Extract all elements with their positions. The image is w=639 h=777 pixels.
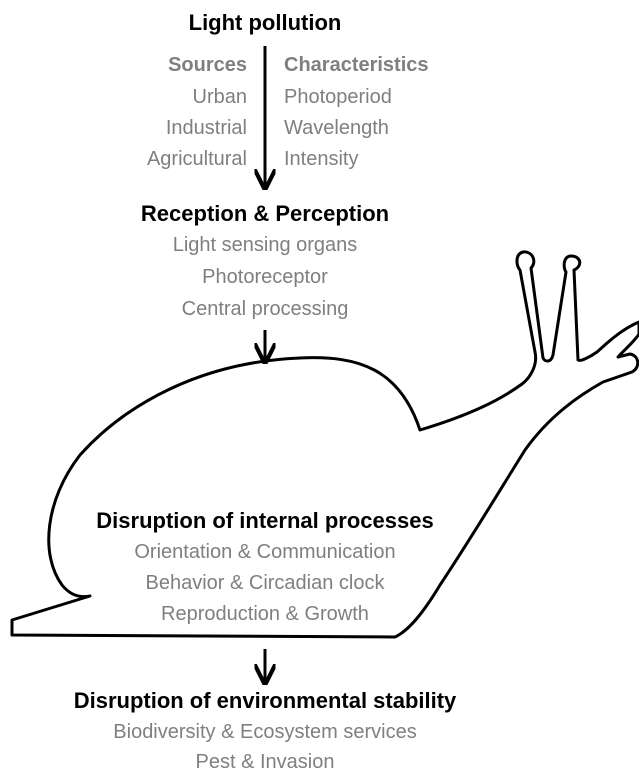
characteristic-item: Wavelength [284, 117, 389, 139]
source-item: Agricultural [146, 148, 247, 170]
characteristic-item: Photoperiod [284, 86, 392, 108]
internal-item: Behavior & Circadian clock [145, 572, 385, 594]
internal-item: Reproduction & Growth [161, 603, 369, 625]
source-item: Industrial [165, 117, 247, 139]
internal-item: Orientation & Communication [134, 541, 396, 563]
environmental-item: Biodiversity & Ecosystem services [113, 721, 417, 743]
environmental-title: Disruption of environmental stability [73, 688, 457, 713]
source-item: Urban [192, 86, 247, 108]
snail-body-outline [10, 250, 639, 639]
sources-heading: Sources [168, 54, 247, 76]
reception-item: Light sensing organs [172, 234, 358, 256]
internal-title: Disruption of internal processes [96, 508, 434, 533]
characteristics-heading: Characteristics [284, 54, 429, 76]
light-pollution-title: Light pollution [188, 10, 342, 35]
characteristic-item: Intensity [284, 148, 359, 170]
reception-item: Photoreceptor [202, 266, 328, 288]
reception-item: Central processing [181, 298, 349, 320]
reception-title: Reception & Perception [140, 201, 390, 226]
environmental-item: Pest & Invasion [195, 751, 335, 773]
